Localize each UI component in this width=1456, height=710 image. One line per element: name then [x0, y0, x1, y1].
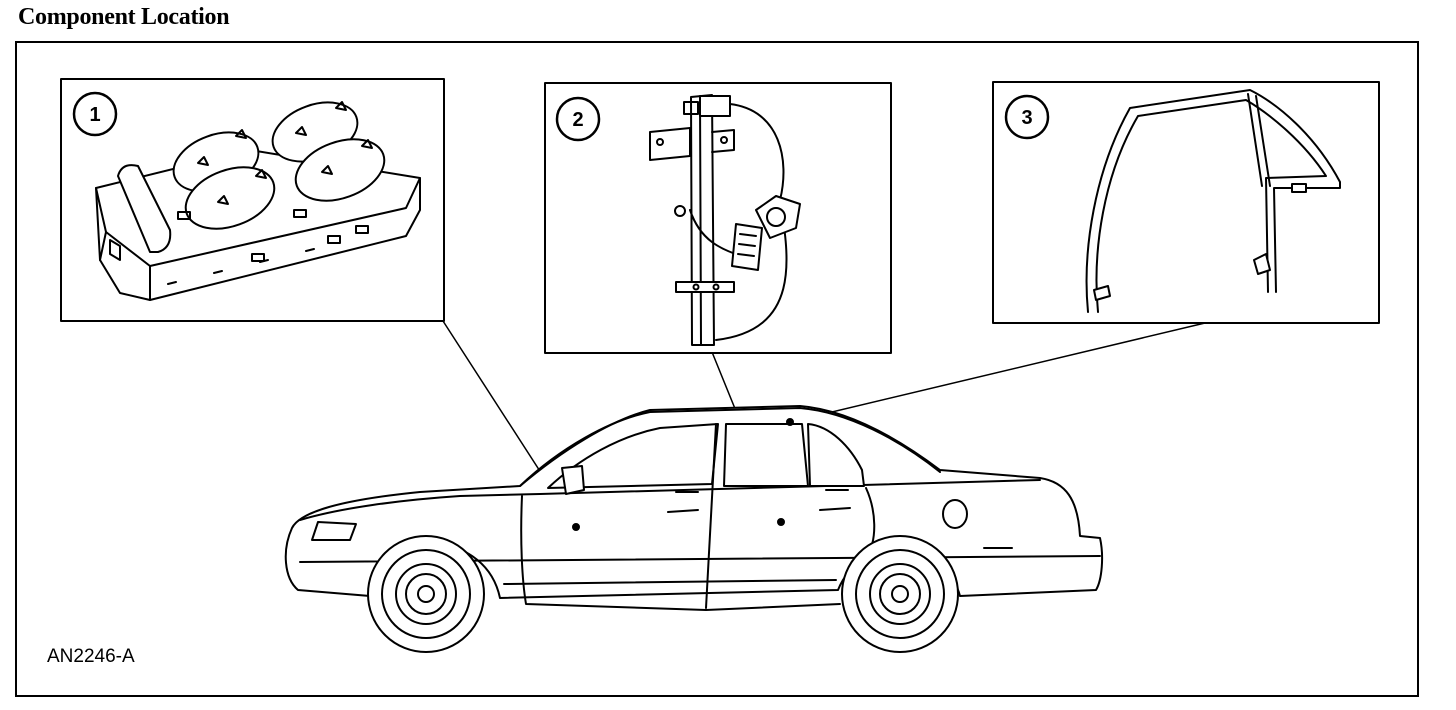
callout-number-1: 1: [89, 104, 100, 126]
callout-panel-1: 1: [60, 78, 445, 322]
rear-quarter-window: [807, 423, 865, 487]
glass-run-channel-illustration: [1085, 89, 1341, 313]
callout-circle-2: [555, 96, 601, 142]
rear-door-window: [723, 423, 809, 487]
rear-wheel: [841, 535, 959, 653]
figure-code: AN2246-A: [47, 646, 135, 667]
page-title: Component Location: [18, 4, 230, 30]
callout-panel-3: 3: [992, 81, 1380, 324]
component-dot-1: [572, 523, 580, 531]
component-dot-3: [786, 418, 794, 426]
vehicle-illustration: [284, 405, 1104, 653]
front-wheel: [367, 535, 485, 653]
callout-panel-2: 2: [544, 82, 892, 354]
leader-line-3: [789, 322, 1206, 423]
diagram-frame: [15, 41, 1419, 697]
callout-number-3: 3: [1021, 107, 1032, 129]
callout-circle-3: [1004, 94, 1050, 140]
roof-line: [519, 407, 941, 487]
component-dot-2: [777, 518, 785, 526]
window-switch-illustration: [95, 101, 421, 301]
window-regulator-illustration: [649, 94, 801, 346]
callout-number-2: 2: [572, 109, 583, 131]
callout-circle-1: [72, 91, 118, 137]
